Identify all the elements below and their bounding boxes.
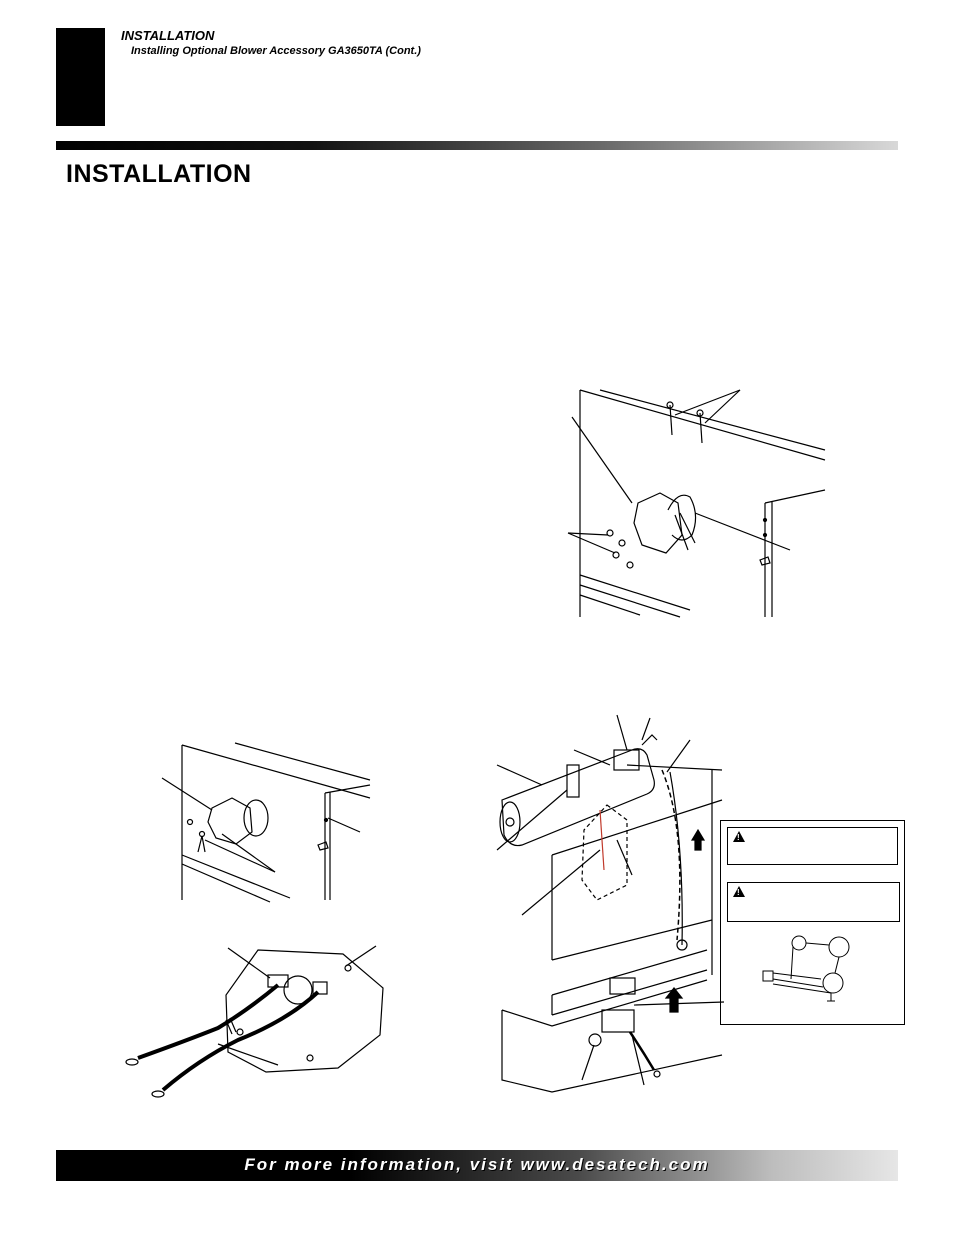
footer-bar: For more information, visit www.desatech… [56, 1150, 898, 1181]
section-tab [56, 28, 105, 126]
figure-thermostat-wire-harness [118, 940, 393, 1105]
wiring-diagram-panel: ! ! [720, 820, 905, 1025]
figure-rear-panel-cover-removal [560, 385, 830, 620]
warning-box-2: ! [727, 882, 900, 922]
warning-box-1: ! [727, 827, 898, 865]
header-section-label: INSTALLATION [121, 28, 215, 43]
header-rule [56, 141, 898, 150]
warning-icon: ! [733, 886, 745, 897]
wiring-schematic [762, 935, 850, 1002]
footer-text: For more information, visit www.desatech… [244, 1155, 710, 1174]
figure-rear-panel-cover [160, 740, 375, 905]
page-title: INSTALLATION [66, 160, 252, 188]
figure-blower-installed [492, 710, 724, 1102]
header-subsection-label: Installing Optional Blower Accessory GA3… [131, 45, 421, 57]
warning-icon: ! [733, 831, 745, 842]
